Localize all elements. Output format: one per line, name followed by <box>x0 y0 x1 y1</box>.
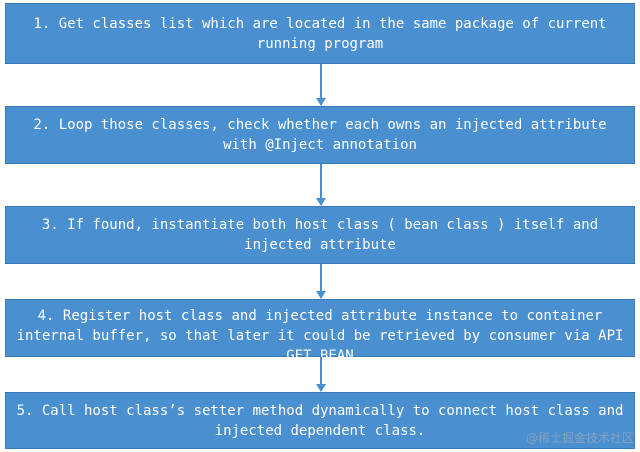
step-3-text: 3. If found, instantiate both host class… <box>41 217 599 253</box>
watermark: @稀土掘金技术社区 <box>525 431 634 445</box>
arrow-4-to-5 <box>317 357 325 392</box>
step-2-text: 2. Loop those classes, check whether eac… <box>33 117 607 153</box>
step-1-text: 1. Get classes list which are located in… <box>33 15 607 52</box>
step-5-text: 5. Call host class’s setter method dynam… <box>16 402 624 439</box>
step-4-box: 4. Register host class and injected attr… <box>5 299 635 364</box>
step-2-box: 2. Loop those classes, check whether eac… <box>5 106 635 164</box>
arrow-2-to-3 <box>317 164 325 206</box>
step-3-box: 3. If found, instantiate both host class… <box>5 206 635 264</box>
step-1-box: 1. Get classes list which are located in… <box>5 3 635 64</box>
step-5-box: 5. Call host class’s setter method dynam… <box>5 392 635 449</box>
arrow-1-to-2 <box>317 64 325 106</box>
arrow-3-to-4 <box>317 264 325 299</box>
step-4-text: 4. Register host class and injected attr… <box>16 308 624 364</box>
